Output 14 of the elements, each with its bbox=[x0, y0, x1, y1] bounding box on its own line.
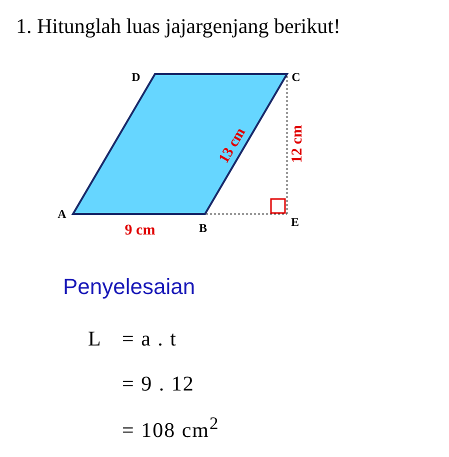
equation-line: = 108 cm$^{2}$ bbox=[122, 415, 220, 441]
equation-line: = 9 . 12 bbox=[122, 374, 194, 394]
equation-symbol: L bbox=[88, 328, 102, 350]
vertex-label: A bbox=[58, 208, 66, 220]
equation-line: = a . t bbox=[122, 328, 177, 350]
dimension-label: 9 cm bbox=[124, 224, 156, 238]
dimension-label: 13 cm bbox=[217, 126, 249, 166]
title: 1. Hitunglah luas jajargenjang berikut! bbox=[16, 14, 340, 39]
vertex-label: B bbox=[199, 222, 207, 234]
vertex-label: D bbox=[132, 71, 140, 83]
dimension-label: 12 cm bbox=[290, 125, 306, 163]
vertex-label: E bbox=[291, 216, 299, 228]
heading: Penyelesaian bbox=[63, 276, 196, 298]
vertex-label: C bbox=[292, 71, 300, 83]
